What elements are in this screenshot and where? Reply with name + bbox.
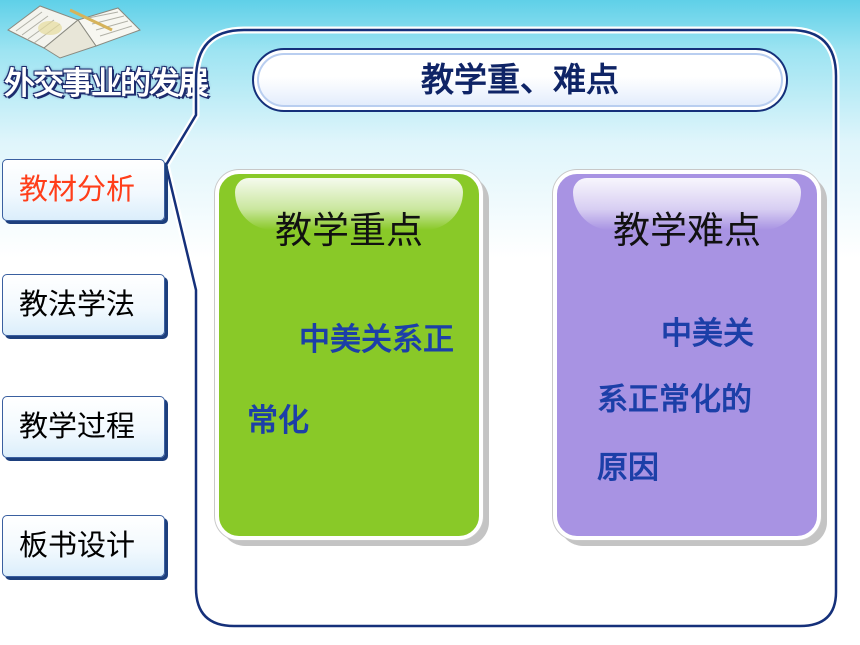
nav-item-teaching-methods[interactable]: 教法学法 — [2, 274, 165, 336]
key-points-line-1: 中美关系正 — [299, 322, 454, 358]
nav-item-board-design[interactable]: 板书设计 — [2, 515, 165, 577]
key-points-line-2: 常化 — [247, 403, 309, 439]
difficult-points-line-2: 系正常化的 — [597, 382, 752, 418]
nav-item-teaching-process[interactable]: 教学过程 — [2, 396, 165, 458]
difficult-points-title: 教学难点 — [613, 209, 761, 252]
section-title: 外交事业的发展 — [4, 66, 209, 102]
nav-item-textbook-analysis[interactable]: 教材分析 — [2, 159, 165, 221]
difficult-points-line-3: 原因 — [597, 450, 659, 486]
book-logo-icon — [7, 5, 141, 59]
difficult-points-line-1: 中美关 — [661, 316, 754, 352]
card-gloss — [573, 178, 801, 230]
card-gloss — [235, 178, 463, 230]
key-points-card: 教学重点 中美关系正 常化 — [215, 170, 483, 540]
key-points-title: 教学重点 — [275, 209, 423, 252]
difficult-points-card: 教学难点 中美关 系正常化的 原因 — [553, 170, 821, 540]
page-title: 教学重、难点 — [252, 48, 788, 112]
